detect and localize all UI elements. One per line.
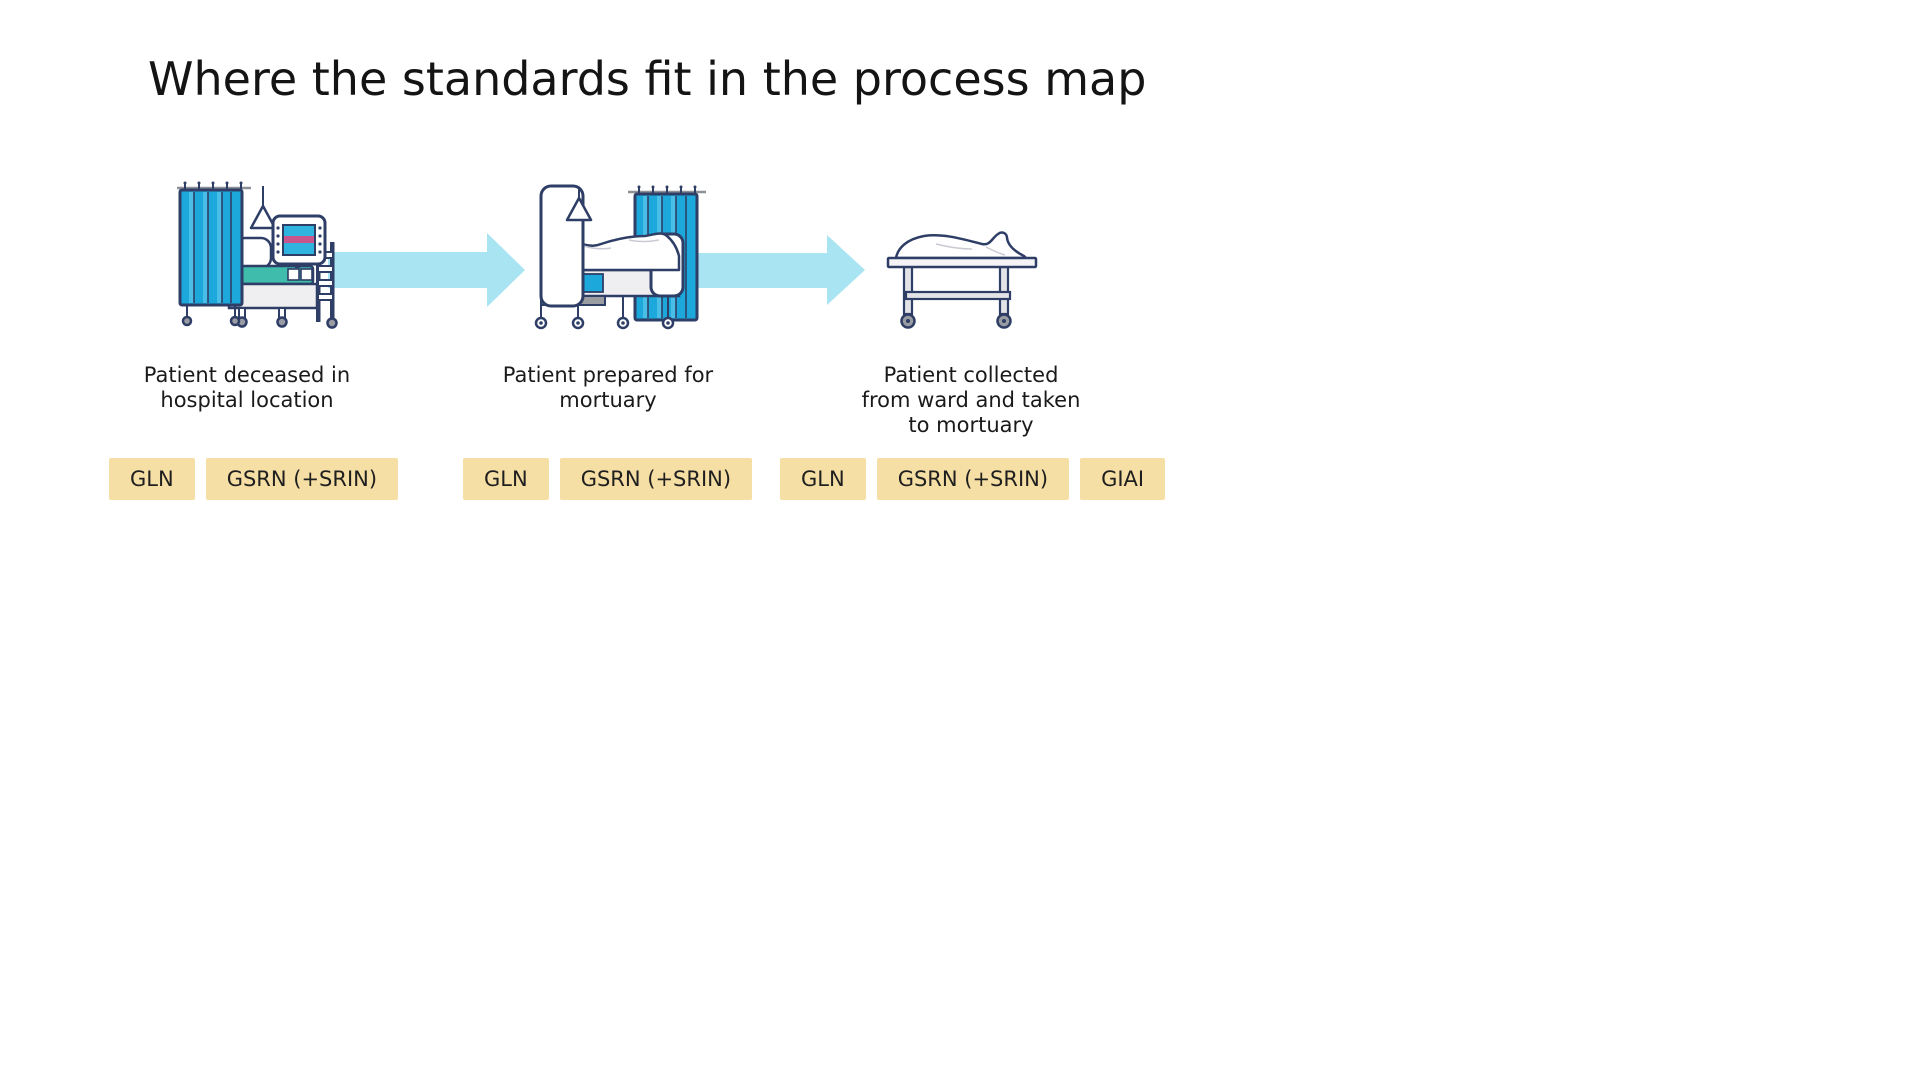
stage-tags-collected: GLN GSRN (+SRIN) GIAI bbox=[780, 458, 1166, 500]
tag-gln: GLN bbox=[463, 458, 549, 500]
bed-covered-patient-icon bbox=[534, 184, 706, 330]
tag-gsrn-srin: GSRN (+SRIN) bbox=[559, 458, 753, 500]
stage-tags-prepared: GLN GSRN (+SRIN) bbox=[463, 458, 753, 500]
caption-line: Patient deceased in bbox=[143, 363, 351, 387]
slide-title: Where the standards fit in the process m… bbox=[148, 52, 1147, 106]
tag-giai: GIAI bbox=[1080, 458, 1166, 500]
caption-line: Patient prepared for bbox=[502, 363, 714, 387]
stage-caption-deceased: Patient deceased in hospital location bbox=[97, 363, 397, 413]
tag-gsrn-srin: GSRN (+SRIN) bbox=[876, 458, 1070, 500]
stage-tags-deceased: GLN GSRN (+SRIN) bbox=[109, 458, 399, 500]
caption-line: from ward and taken bbox=[861, 388, 1081, 412]
stage-caption-prepared: Patient prepared for mortuary bbox=[458, 363, 758, 413]
tag-gln: GLN bbox=[109, 458, 195, 500]
flow-arrow-icon bbox=[328, 233, 525, 307]
tag-gsrn-srin: GSRN (+SRIN) bbox=[205, 458, 399, 500]
stage-caption-collected: Patient collected from ward and taken to… bbox=[821, 363, 1121, 438]
tag-gln: GLN bbox=[780, 458, 866, 500]
flow-arrow-icon bbox=[683, 235, 865, 305]
caption-line: to mortuary bbox=[908, 413, 1034, 437]
hospital-bed-deceased-icon bbox=[177, 181, 338, 329]
mortuary-trolley-icon bbox=[886, 231, 1038, 329]
caption-line: hospital location bbox=[160, 388, 334, 412]
caption-line: Patient collected bbox=[883, 363, 1059, 387]
caption-line: mortuary bbox=[559, 388, 657, 412]
